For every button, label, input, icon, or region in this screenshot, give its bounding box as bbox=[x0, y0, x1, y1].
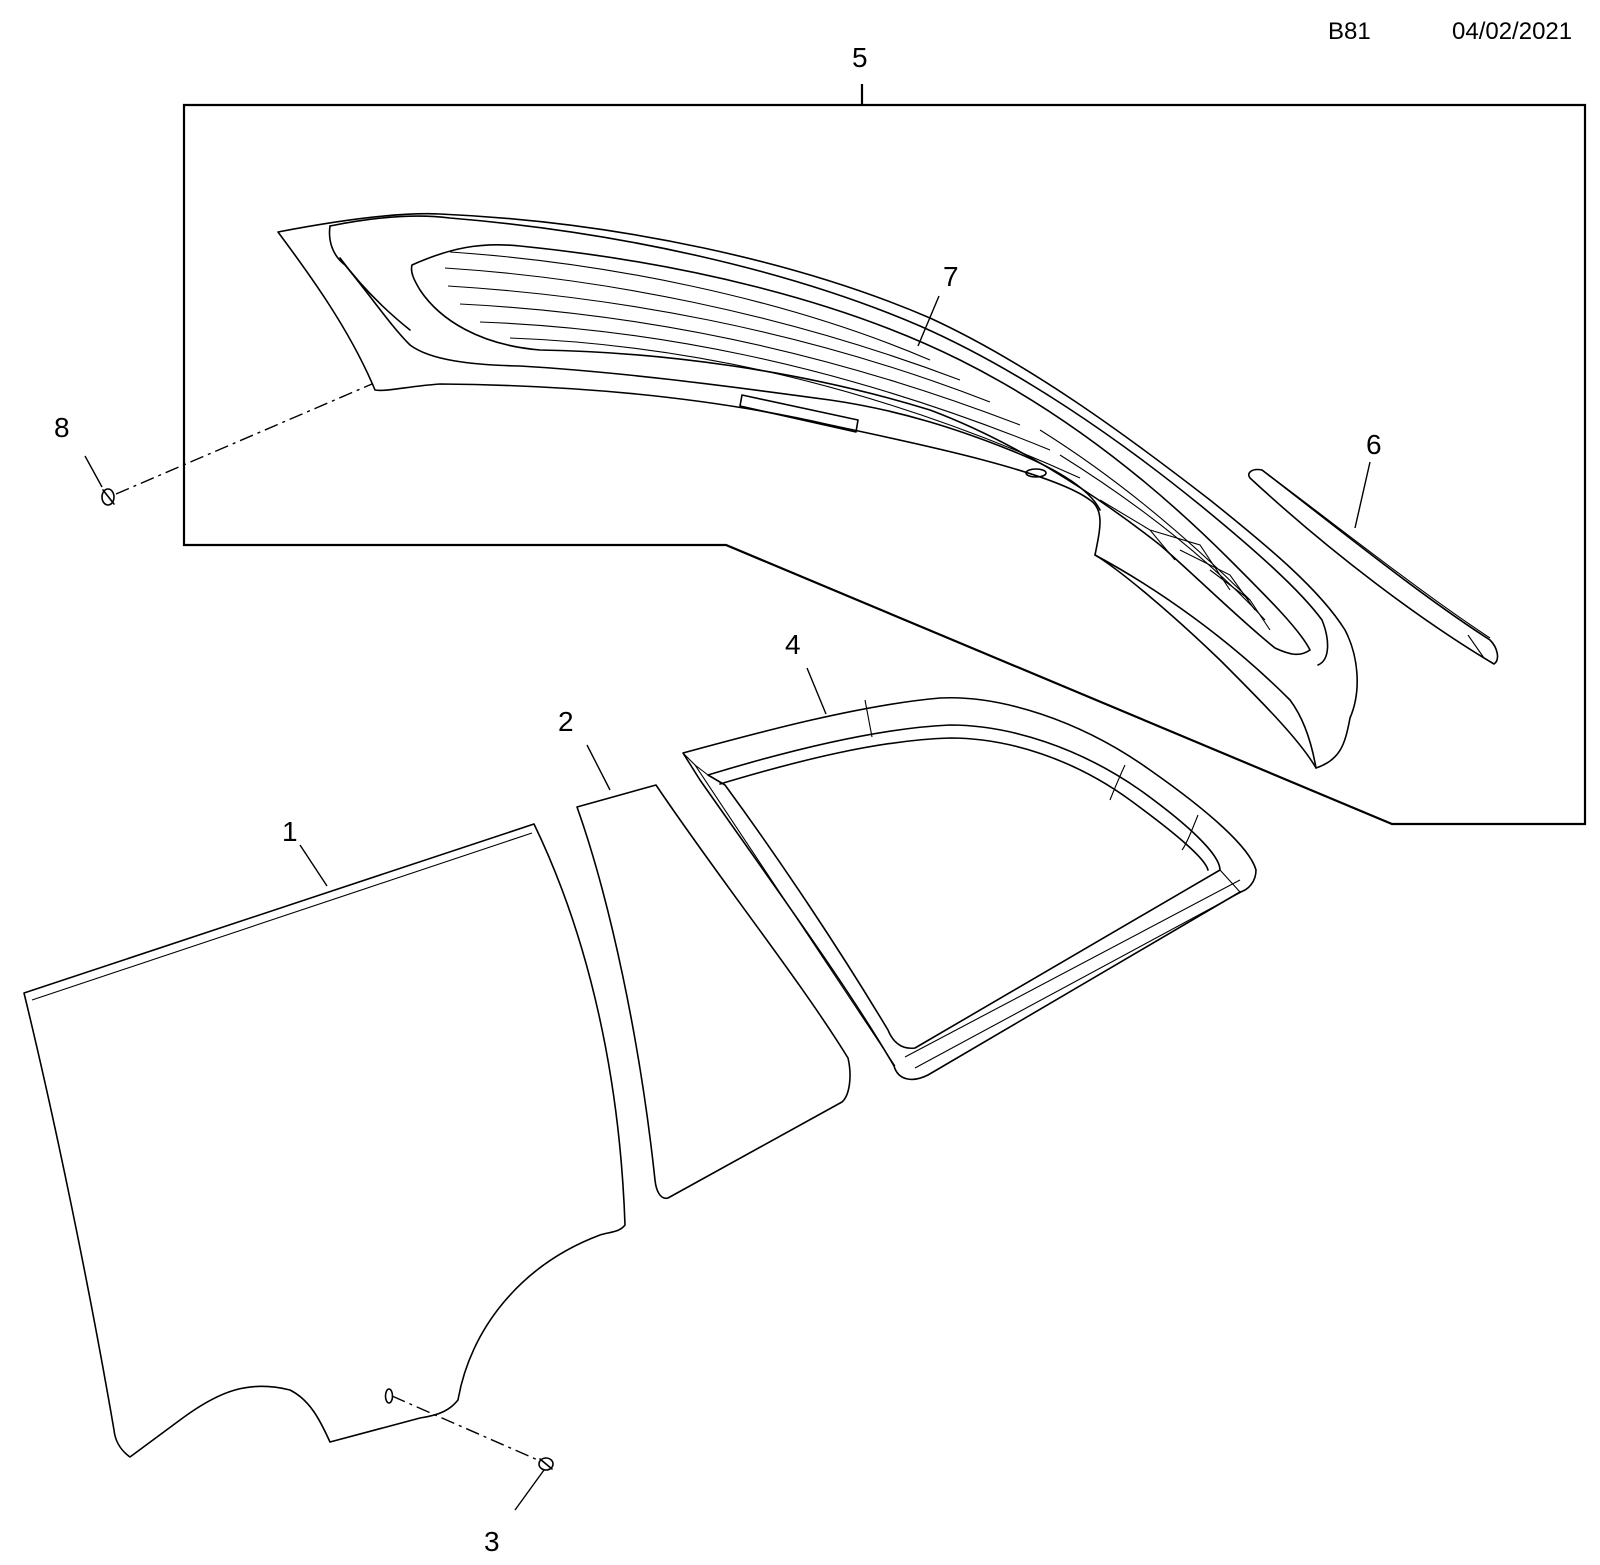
callout-2: 2 bbox=[558, 706, 574, 737]
rear-window-clip[interactable] bbox=[101, 488, 115, 506]
callout-8: 8 bbox=[54, 412, 70, 443]
diagram-date: 04/02/2021 bbox=[1452, 18, 1573, 45]
assembly-bracket bbox=[182, 84, 1587, 826]
window-moulding-strip[interactable] bbox=[1247, 468, 1499, 665]
diagram-code: B81 bbox=[1328, 18, 1371, 45]
door-glass-clip[interactable] bbox=[384, 1388, 554, 1471]
leader-lines bbox=[84, 295, 1371, 1511]
rear-window-glass[interactable] bbox=[277, 212, 1358, 769]
assembly-dash-lines bbox=[115, 383, 541, 1462]
callout-6: 6 bbox=[1366, 429, 1382, 460]
callout-1: 1 bbox=[282, 816, 298, 847]
quarter-window-seal-frame[interactable] bbox=[682, 696, 1257, 1081]
callout-3: 3 bbox=[484, 1526, 500, 1557]
callout-4: 4 bbox=[785, 629, 801, 660]
callout-5: 5 bbox=[852, 42, 868, 73]
callout-labels: 1 2 3 4 5 6 7 8 bbox=[54, 42, 1382, 1557]
callout-7: 7 bbox=[943, 261, 959, 292]
rear-door-glass[interactable] bbox=[23, 823, 626, 1458]
rear-door-fixed-glass[interactable] bbox=[576, 784, 851, 1200]
